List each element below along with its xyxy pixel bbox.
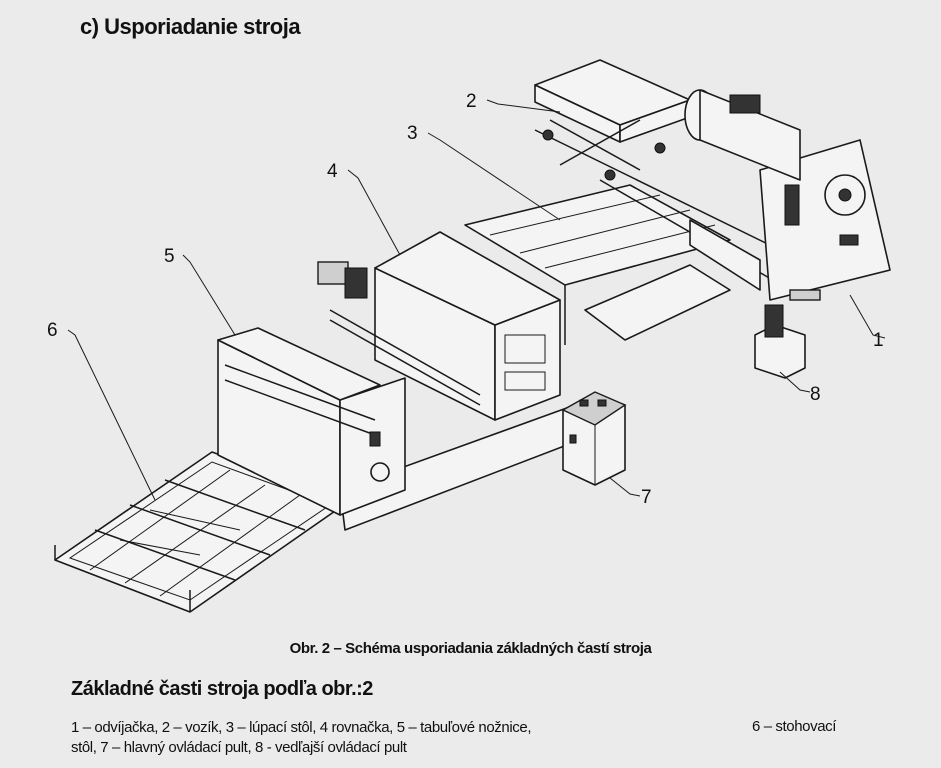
callout-leaders (67, 99, 886, 501)
parts-heading: Základné časti stroja podľa obr.:2 (71, 678, 373, 700)
machine-layout-diagram: 1 2 3 4 5 6 7 8 (47, 59, 891, 613)
parts-line-2: stôl, 7 – hlavný ovládací pult, 8 - vedľ… (71, 739, 407, 756)
main-control-panel-drawing (561, 391, 627, 486)
parts-line-1: 1 – odvíjačka, 2 – vozík, 3 – lúpací stô… (71, 719, 532, 736)
section-title: c) Usporiadanie stroja (80, 14, 301, 39)
callout-8: 8 (810, 384, 821, 405)
decoiler-drawing (684, 89, 891, 301)
callout-2: 2 (466, 91, 477, 112)
leveler-drawing (317, 231, 561, 421)
callout-6: 6 (47, 320, 58, 341)
callout-4: 4 (327, 161, 338, 182)
callout-5: 5 (164, 246, 175, 267)
parts-list: 1 – odvíjačka, 2 – vozík, 3 – lúpací stô… (71, 718, 532, 758)
callout-1: 1 (873, 330, 884, 351)
callout-3: 3 (407, 123, 418, 144)
parts-line-1-right: 6 – stohovací (752, 718, 837, 735)
figure-caption: Obr. 2 – Schéma usporiadania základných … (289, 640, 652, 657)
peeling-table-drawing (464, 184, 731, 345)
sheet-shear-drawing (217, 327, 406, 516)
side-panel-drawing (754, 304, 806, 379)
callout-7: 7 (641, 487, 652, 508)
trolley-drawing (534, 59, 791, 291)
